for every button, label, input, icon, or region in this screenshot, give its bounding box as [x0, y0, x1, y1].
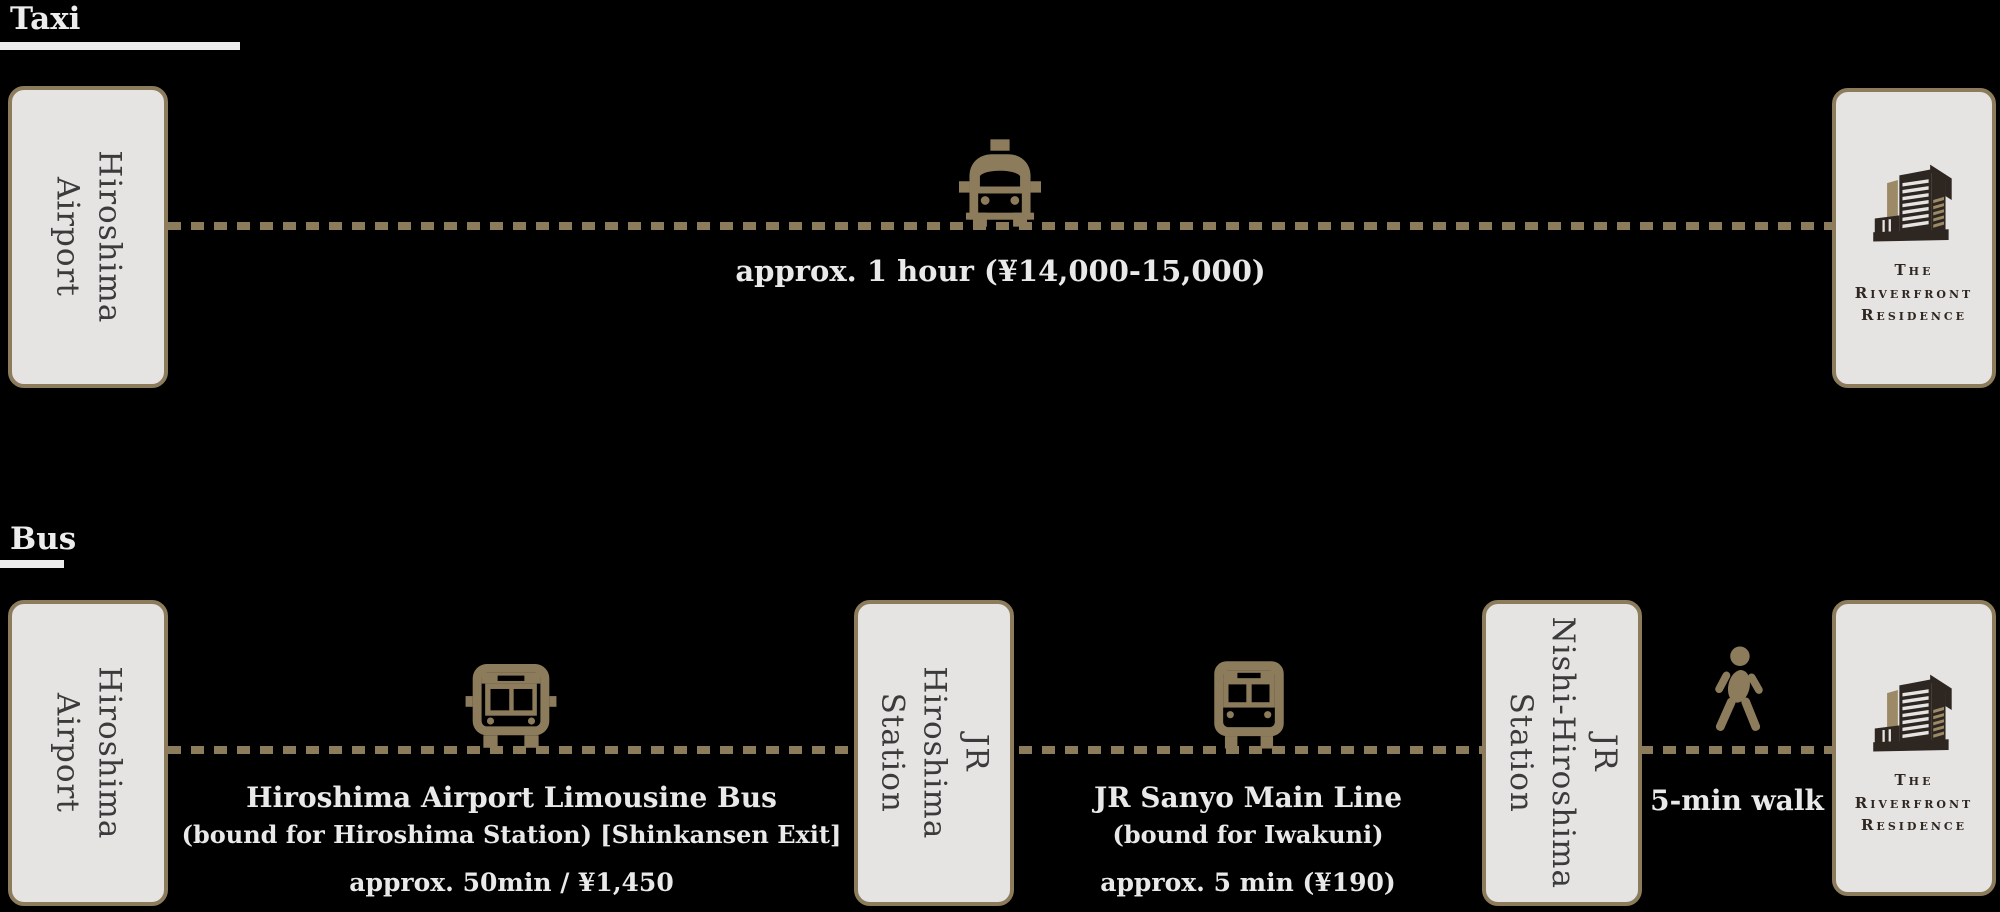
train-segment-line2: (bound for Iwakuni): [1112, 820, 1384, 849]
building-logo-icon: [1864, 659, 1964, 761]
train-segment-line1: JR Sanyo Main Line: [1093, 781, 1403, 814]
bus-origin-label: Hiroshima Airport: [50, 666, 128, 840]
jr-hiroshima-station-box: JR Hiroshima Station: [854, 600, 1014, 906]
bus-icon: [462, 656, 560, 754]
bus-segment-line2: (bound for Hiroshima Station) [Shinkanse…: [181, 820, 842, 849]
walk-icon: [1704, 642, 1772, 754]
brand-name: The Riverfront Residence: [1854, 261, 1974, 325]
taxi-icon: [952, 136, 1048, 230]
building-logo-icon: [1864, 149, 1964, 251]
jr-nishi-hiroshima-station-box: JR Nishi-Hiroshima Station: [1482, 600, 1642, 906]
taxi-route-line: [168, 222, 1833, 230]
brand-name: The Riverfront Residence: [1854, 771, 1974, 835]
jr-hiroshima-station-label: JR Hiroshima Station: [875, 666, 995, 840]
taxi-origin-box: Hiroshima Airport: [8, 86, 168, 388]
taxi-caption: approx. 1 hour (¥14,000-15,000): [735, 254, 1266, 288]
taxi-origin-label: Hiroshima Airport: [50, 150, 128, 324]
bus-heading-underline: [0, 560, 64, 568]
bus-segment-line1: Hiroshima Airport Limousine Bus: [246, 781, 777, 814]
taxi-heading-underline: [0, 42, 240, 50]
bus-segment-line3: approx. 50min / ¥1,450: [349, 868, 674, 897]
riverfront-logo-box-bottom: The Riverfront Residence: [1832, 600, 1996, 896]
taxi-route-heading: Taxi: [10, 1, 81, 37]
jr-nishi-hiroshima-station-label: JR Nishi-Hiroshima Station: [1503, 616, 1623, 890]
riverfront-logo-box-top: The Riverfront Residence: [1832, 88, 1996, 388]
walk-segment-line1: 5-min walk: [1650, 784, 1824, 817]
bus-origin-box: Hiroshima Airport: [8, 600, 168, 906]
train-icon: [1200, 654, 1298, 754]
bus-route-heading: Bus: [10, 521, 77, 557]
train-segment-line3: approx. 5 min (¥190): [1100, 868, 1396, 897]
